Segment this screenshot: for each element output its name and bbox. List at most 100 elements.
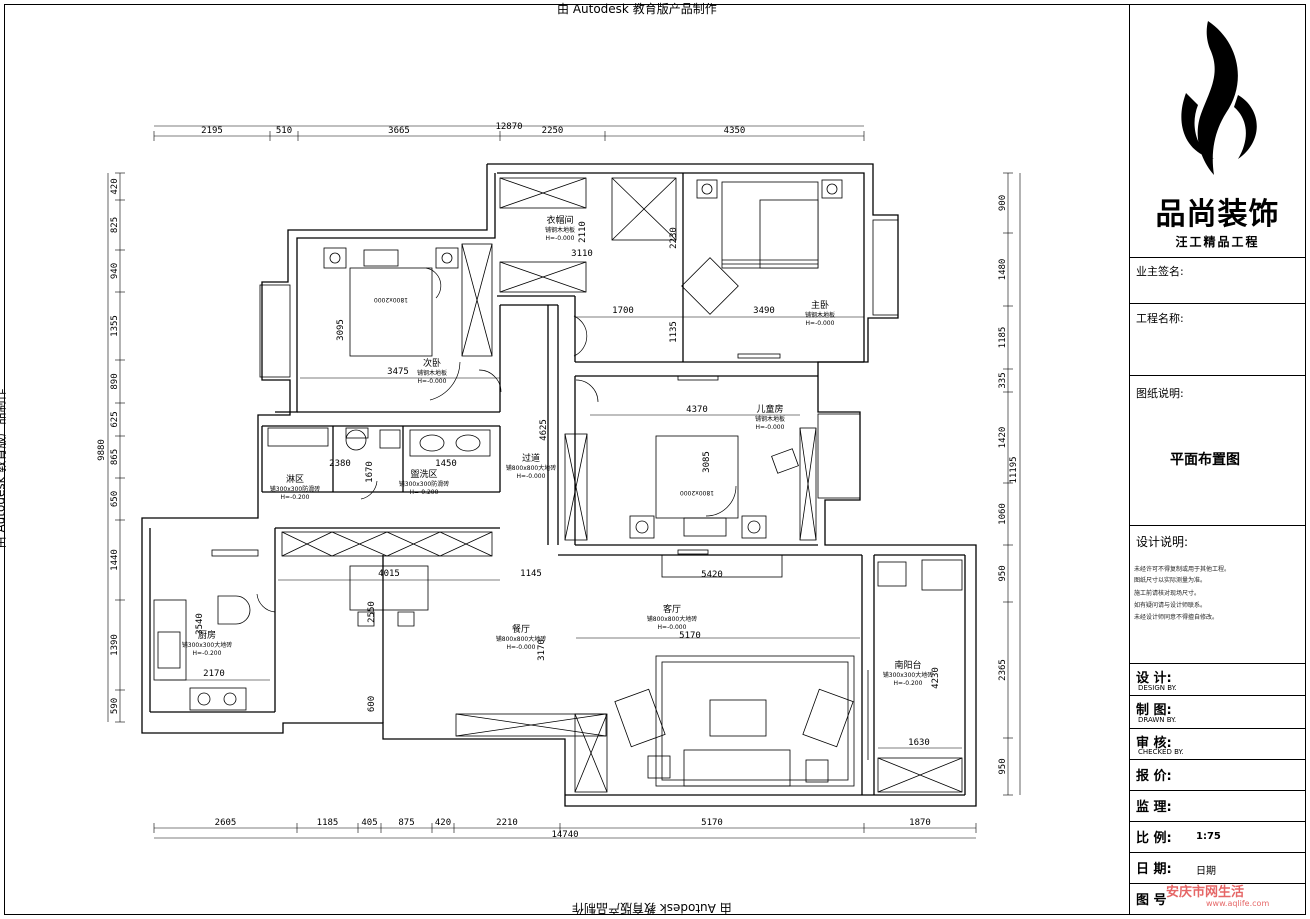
bed-size-label: 1800x2000 [374,296,408,303]
design-note-3: 施工前请核对现场尺寸。 [1134,590,1201,597]
room-floor: 铺800x800大地砖 [647,615,697,623]
left-dimension: 890 [110,373,120,389]
right-dimension-total: 11195 [1009,456,1019,483]
interior-dimension: 2380 [329,459,351,469]
interior-dimension: 4230 [931,667,941,689]
drawn-label-en: DRAWN BY. [1138,716,1177,724]
bottom-dimension: 1870 [909,818,931,828]
wardrobe [281,177,963,793]
right-dimension: 1060 [998,503,1008,525]
design-label: 设 计: [1136,671,1172,686]
bottom-dimension: 420 [435,818,451,828]
room-level: H=-0.200 [193,650,222,657]
bed [349,181,819,519]
interior-dimension: 2230 [669,227,679,249]
right-dimension: 1185 [998,327,1008,349]
price-label: 报 价: [1136,769,1172,784]
watermark-bottom: 由 Autodesk 教育版产品制作 [572,901,732,915]
room-level: H=-0.000 [546,235,575,242]
interior-dimension: 3475 [387,367,409,377]
bottom-dimension: 2605 [215,818,237,828]
interior-dimension: 3170 [537,639,547,661]
left-dimension: 1440 [110,549,120,571]
company-logo [1181,21,1257,175]
project-name-label: 工程名称: [1136,312,1184,325]
drawing-title: 平面布置图 [1170,452,1240,468]
interior-dimension: 5170 [679,631,701,641]
owner-signature-label: 业主签名: [1136,265,1184,278]
room-level: H=-0.000 [658,624,687,631]
left-dimension: 625 [110,411,120,427]
interior-dimension: 4370 [686,405,708,415]
interior-dimension: 4015 [378,569,400,579]
bottom-dimension: 2210 [496,818,518,828]
design-note-4: 如有疑问请与设计师联系。 [1134,602,1207,609]
room-label: 儿童房 [756,403,783,415]
room-floor: 铺钢木地板 [545,226,575,234]
room-label: 过道 [522,452,540,464]
room-floor: 铺800x800大地砖 [496,635,546,643]
room-label: 厨房 [198,629,216,641]
top-dimension-total: 12870 [495,122,522,132]
room-floor: 铺300x300大地砖 [182,641,232,649]
interior-dimension: 1700 [612,306,634,316]
interior-dimension: 2550 [367,601,377,623]
design-label-en: DESIGN BY. [1138,684,1177,692]
room-floor: 铺钢木地板 [417,369,447,377]
left-dimension: 940 [110,263,120,279]
interior-dimension: 4625 [539,419,549,441]
door-swing [429,361,461,401]
room-floor: 铺800x800大地砖 [506,464,556,472]
bottom-dimension: 405 [361,818,377,828]
design-note-5: 未经设计师同意不得擅自修改。 [1134,614,1219,621]
room-label: 客厅 [663,603,681,615]
room-label: 主卧 [811,299,829,311]
interior-dimension: 3490 [753,306,775,316]
bottom-dimension-total: 14740 [551,830,578,840]
interior-dimension: 1630 [908,738,930,748]
room-floor: 铺钢木地板 [805,311,835,319]
top-dimension: 2250 [542,126,564,136]
exterior-wall [141,163,977,807]
scale-value: 1:75 [1196,831,1221,842]
room-level: H=-0.000 [418,378,447,385]
room-label: 盥洗区 [410,468,437,480]
design-note-1: 未经许可不得复制或用于其他工程。 [1134,566,1231,573]
interior-dimension: 3095 [336,319,346,341]
room-floor: 铺300x300防滑砖 [399,480,449,488]
bed-size-label: 1800x2000 [680,489,714,496]
bottom-dimension: 875 [398,818,414,828]
room-label: 衣帽间 [546,214,573,226]
room-floor: 铺300x300防滑砖 [270,485,320,493]
right-dimension: 335 [998,372,1008,388]
left-dimension: 590 [110,698,120,714]
design-notes-label: 设计说明: [1136,535,1189,549]
drawing-number-label: 图 号 [1136,893,1167,908]
company-slogan: 汪工精品工程 [1175,235,1260,249]
room-label: 餐厅 [512,623,530,635]
scale-label: 比 例: [1136,831,1172,846]
interior-dimension: 5420 [701,570,723,580]
site-watermark-url: www.aqlife.com [1206,899,1270,908]
interior-dimension: 3110 [571,249,593,259]
right-dimension: 1420 [998,427,1008,449]
checked-label: 审 核: [1136,736,1172,751]
room-level: H=-0.200 [281,494,310,501]
left-dimension: 825 [110,217,120,233]
top-dimension: 4350 [724,126,746,136]
right-dimension: 950 [998,565,1008,581]
date-label: 日 期: [1136,862,1172,877]
room-label: 淋区 [286,473,304,485]
room-level: H=-0.200 [894,680,923,687]
interior-dimension: 2110 [578,221,588,243]
title-block: 品尚装饰 汪工精品工程 业主签名: 工程名称: 图纸说明: 平面布置图 设计说明… [1129,4,1306,915]
interior-dimension: 1145 [520,569,542,579]
left-dimension: 650 [110,491,120,507]
room-label: 南阳台 [894,659,921,671]
company-name: 品尚装饰 [1155,197,1280,232]
left-dimension: 1390 [110,634,120,656]
top-dimension: 2195 [201,126,223,136]
room-label: 次卧 [423,357,441,369]
top-dimension: 510 [276,126,292,136]
